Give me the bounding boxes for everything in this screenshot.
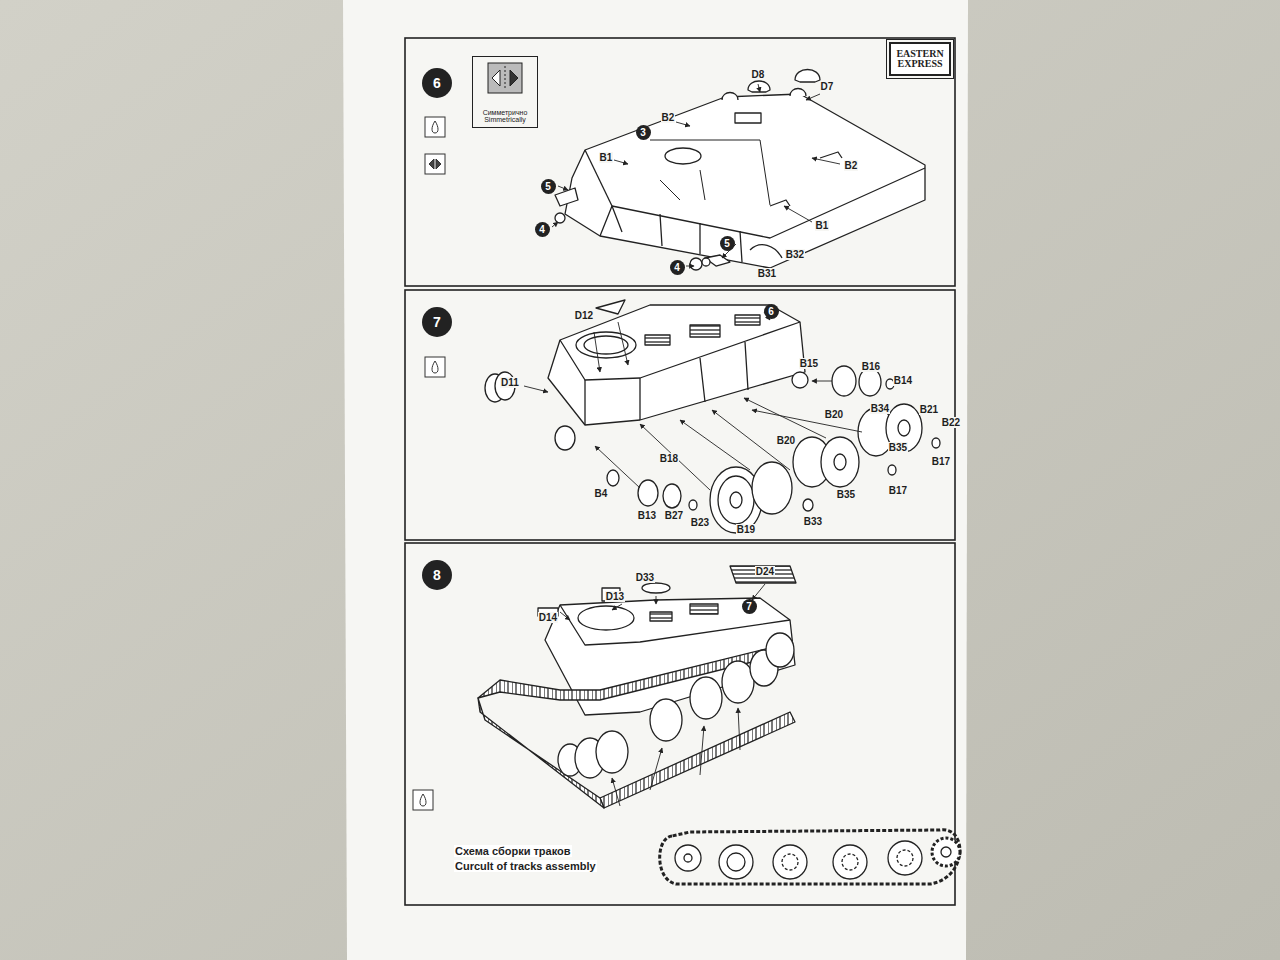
part-name: D11 — [500, 377, 520, 388]
part-name: B1 — [815, 220, 830, 231]
node-text: 7 — [433, 314, 441, 330]
part-name: D8 — [751, 69, 766, 80]
part-name: B17 — [931, 456, 951, 467]
part-name: B22 — [941, 417, 961, 428]
part-name: B18 — [659, 453, 679, 464]
part-name: D7 — [820, 81, 835, 92]
callout-number: 5 — [541, 179, 556, 194]
symmetry-box: Симметрично Simmetrically — [472, 56, 538, 128]
part-name: B17 — [888, 485, 908, 496]
part-name: B35 — [836, 489, 856, 500]
part-name: B15 — [799, 358, 819, 369]
step-number: 6 — [422, 68, 452, 98]
callout-number: 7 — [742, 599, 757, 614]
callout-number: 4 — [535, 222, 550, 237]
part-name: B1 — [599, 152, 614, 163]
part-name: B19 — [736, 524, 756, 535]
part-name: D14 — [538, 612, 558, 623]
callout-number: 3 — [636, 125, 651, 140]
part-name: B27 — [664, 510, 684, 521]
part-name: B20 — [824, 409, 844, 420]
step-number: 8 — [422, 560, 452, 590]
part-name: B20 — [776, 435, 796, 446]
callout-number: 5 — [720, 236, 735, 251]
node-text: Симметрично Simmetrically — [476, 109, 534, 124]
node-text: 6 — [433, 75, 441, 91]
part-name: D13 — [605, 591, 625, 602]
part-name: B31 — [757, 268, 777, 279]
part-name: D12 — [574, 310, 594, 321]
node-text: 8 — [433, 567, 441, 583]
part-name: B16 — [861, 361, 881, 372]
part-name: B14 — [893, 375, 913, 386]
brand-logo: EASTERN EXPRESS — [889, 42, 951, 76]
part-name: B4 — [594, 488, 609, 499]
callout-number: 4 — [670, 260, 685, 275]
node-text: EASTERN EXPRESS — [894, 49, 946, 70]
caption-text: Curcult of tracks assembly — [454, 860, 597, 872]
part-name: B2 — [661, 112, 676, 123]
part-name: D24 — [755, 566, 775, 577]
caption-text: Схема сборки траков — [454, 845, 572, 857]
part-name: B35 — [888, 442, 908, 453]
part-name: B2 — [844, 160, 859, 171]
part-name: B34 — [870, 403, 890, 414]
part-name: B32 — [785, 249, 805, 260]
part-name: B21 — [919, 404, 939, 415]
step-number: 7 — [422, 307, 452, 337]
callout-number: 6 — [764, 304, 779, 319]
part-name: B13 — [637, 510, 657, 521]
part-name: B23 — [690, 517, 710, 528]
part-name: B33 — [803, 516, 823, 527]
part-name: D33 — [635, 572, 655, 583]
